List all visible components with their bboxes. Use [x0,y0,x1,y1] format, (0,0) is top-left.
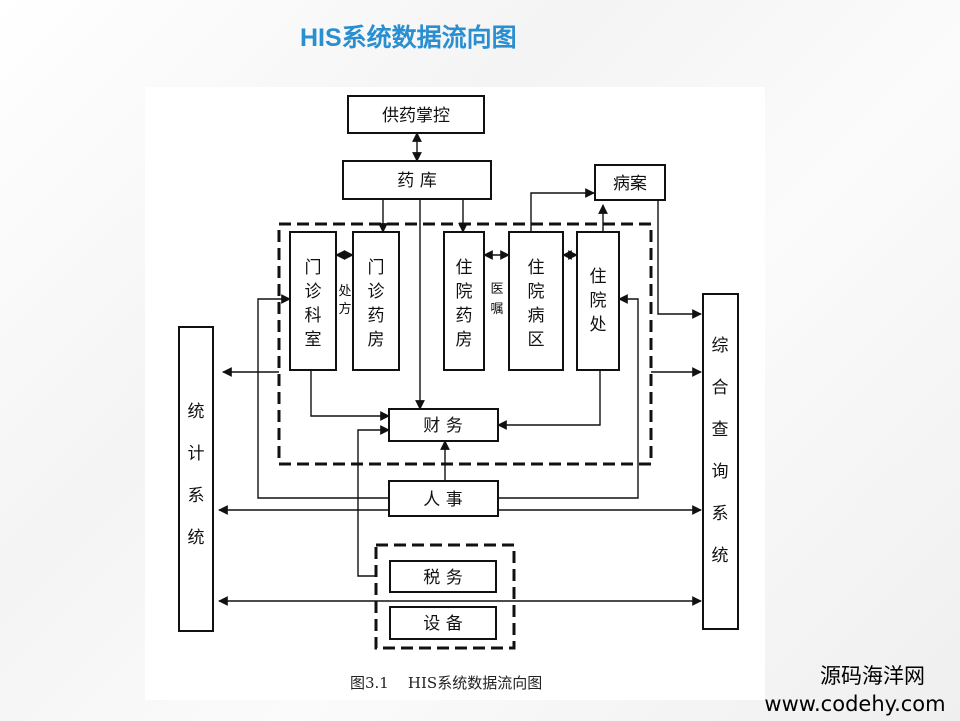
personnel-to-inpatient-office [498,294,639,499]
inpatient-ward-char: 区 [528,330,545,350]
slide-title: HIS系统数据流向图 [300,24,517,52]
statistics-system-char: 计 [188,444,205,464]
medical-order-char: 嘱 [490,302,503,317]
outpatient-pharmacy-box [352,231,400,371]
tax-label: 税 务 [423,568,462,588]
outpatient-room-to-finance [310,370,390,421]
figure-caption: 图3.1 HIS系统数据流向图 [350,674,542,692]
medical-order-char: 医 [490,282,503,297]
personnel-box [388,480,499,517]
inpatient-pharmacy-char: 院 [456,282,473,302]
statistics-system-char: 系 [188,486,205,506]
inpatient-office-box [576,231,620,371]
query-system-box [702,293,739,630]
connectors [218,132,702,606]
pharmacy-store-box [342,160,492,200]
inpatient-pharmacy-box [443,231,485,371]
query-system-char: 查 [712,420,729,440]
finance-label: 财 务 [423,416,462,436]
supply-control-label: 供药掌控 [382,106,450,126]
inpatient-pharmacy-char: 药 [456,306,473,326]
query-system-char: 系 [712,504,729,524]
statistics-system-label: 统 计 系 统 [188,402,205,548]
inpatient-office-char: 住 [590,267,607,287]
inpatient-ward-char: 院 [528,282,545,302]
query-system-char: 统 [712,546,729,566]
inpatient-office-char: 处 [590,315,607,335]
outpatient-pharmacy-char: 药 [368,306,385,326]
inpatient-office-label: 住 院 处 [590,267,607,335]
case-records-label: 病案 [613,174,647,194]
tax-box [389,560,497,593]
data-flow-diagram: 供药掌控 药 库 病案 财 务 人 事 税 务 设 备 门 诊 科 室 门 诊 … [145,87,765,700]
statistics-system-box [178,326,214,632]
outpatient-room-box [289,231,337,371]
prescription-char: 处 [338,284,351,299]
equipment-box [389,606,497,640]
outpatient-room-char: 门 [305,258,322,278]
outpatient-room-char: 室 [305,330,322,350]
finance-box [388,408,499,442]
outpatient-pharmacy-char: 房 [368,330,385,350]
statistics-system-char: 统 [188,402,205,422]
personnel-label: 人 事 [423,490,462,510]
outpatient-pharmacy-char: 诊 [368,282,385,302]
inpatient-ward-char: 住 [528,258,545,278]
prescription-edge-label: 处 方 [338,284,351,317]
inpatient-pharmacy-char: 住 [456,258,473,278]
outpatient-pharmacy-label: 门 诊 药 房 [368,258,385,350]
inpatient-ward-char: 病 [528,306,545,326]
watermark-site-name: 源码海洋网 [820,664,925,688]
outpatient-room-char: 诊 [305,282,322,302]
watermark-url: www.codehy.com [764,692,946,716]
medical-order-edge-label: 医 嘱 [490,282,503,317]
inpatient-pharmacy-label: 住 院 药 房 [456,258,473,350]
supply-control-box [347,95,485,134]
query-system-char: 合 [712,378,729,398]
statistics-system-char: 统 [188,528,205,548]
ward-to-case-records [530,188,595,232]
case-records-box [594,164,666,201]
node-boxes [178,95,739,640]
outpatient-room-char: 科 [305,306,322,326]
inpatient-pharmacy-char: 房 [456,330,473,350]
personnel-to-outpatient-room [257,294,389,499]
query-system-char: 综 [712,336,729,356]
query-system-char: 询 [712,462,729,482]
inpatient-ward-label: 住 院 病 区 [528,258,545,350]
inpatient-ward-box [508,231,564,371]
query-system-label: 综 合 查 询 系 统 [712,336,729,566]
inpatient-office-char: 院 [590,291,607,311]
prescription-char: 方 [338,301,351,317]
equipment-label: 设 备 [423,614,462,634]
outpatient-pharmacy-char: 门 [368,258,385,278]
pharmacy-store-label: 药 库 [397,171,436,191]
office-to-finance [497,370,601,430]
outpatient-room-label: 门 诊 科 室 [305,258,322,350]
case-records-to-query [657,200,702,319]
tax-to-finance [357,425,390,577]
